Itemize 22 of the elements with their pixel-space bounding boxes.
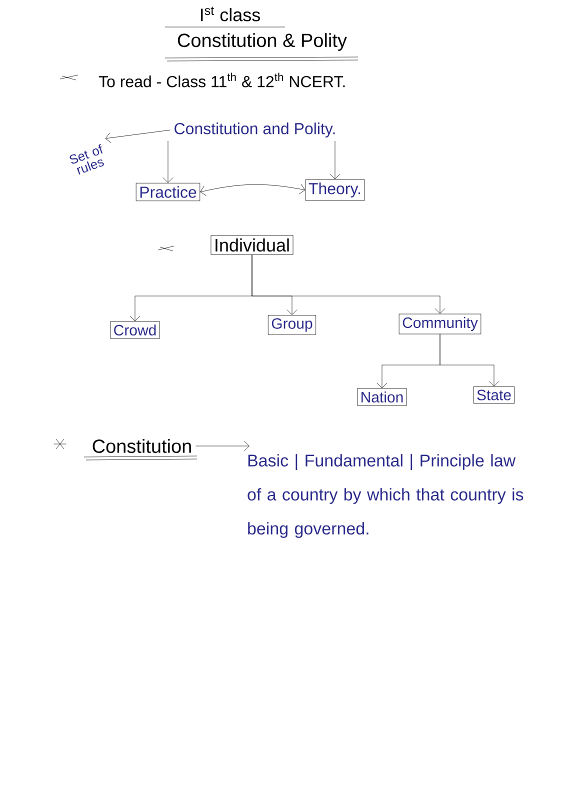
arrow (440, 334, 500, 386)
label-box: Theory. (305, 179, 365, 201)
arrow (252, 254, 446, 314)
title: Constitution & Polity (178, 33, 347, 51)
label-box: Community (398, 314, 482, 334)
label-box: Practice (136, 182, 200, 202)
heading: I$^{st}$ class (201, 6, 260, 22)
label-box: State (473, 386, 515, 404)
arrow (200, 184, 306, 196)
term-text: Constitution (92, 439, 191, 453)
label-box: Crowd (110, 321, 160, 339)
heading-text: Constitution and Polity. (174, 122, 335, 138)
note: To read - Class 11$^{th}$ & 12$^{th}$ NCERT. (98, 72, 345, 88)
arrow (196, 440, 250, 452)
arrow (105, 130, 170, 143)
arrow (330, 140, 340, 180)
label-box: Nation (357, 388, 407, 406)
label-box: Group (268, 315, 316, 335)
definition-text: Basic | Fundamental | Principle law of a country by which that country is being governed. (248, 454, 524, 538)
side-note: Set of rules (70, 144, 104, 175)
label-box: Individual (210, 235, 294, 255)
arrow (162, 140, 174, 183)
